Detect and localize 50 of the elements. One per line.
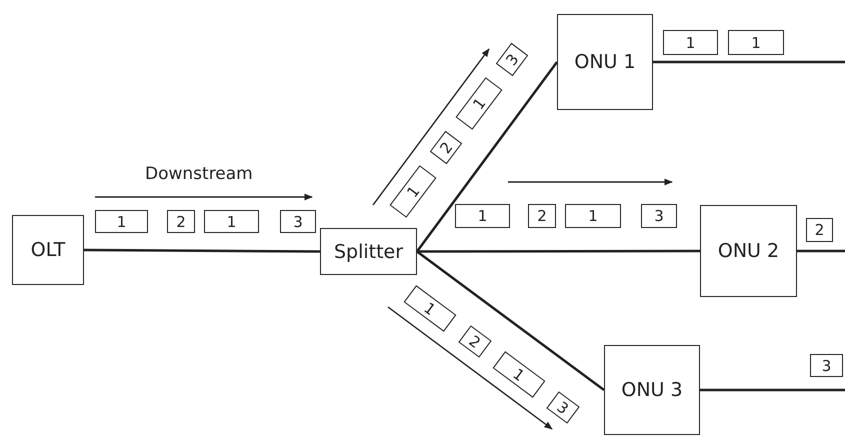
- packet-number: 1: [588, 207, 598, 225]
- packet-number: 1: [478, 207, 488, 225]
- fiber-line: [416, 61, 558, 252]
- fiber-line: [700, 388, 845, 392]
- packet-box: [565, 204, 621, 228]
- packet-box: [641, 204, 677, 228]
- packet-number: 1: [686, 34, 696, 52]
- device-label: Splitter: [334, 240, 404, 262]
- packet-number: 2: [176, 212, 186, 230]
- fiber-line: [416, 250, 605, 391]
- device-box: [700, 205, 797, 297]
- device-label: OLT: [30, 239, 66, 261]
- packet-number: 3: [293, 212, 303, 230]
- packet-number: 3: [554, 396, 572, 418]
- packet-number: 2: [436, 138, 456, 156]
- packet-box: [806, 218, 833, 242]
- packet-box: [95, 210, 148, 233]
- packet-box: [528, 204, 556, 228]
- packet-box: [455, 204, 510, 228]
- packet-number: 2: [537, 207, 547, 225]
- fiber-line: [84, 248, 320, 253]
- device-box: [604, 345, 700, 435]
- packet-box: [280, 210, 316, 233]
- direction-label: Downstream: [145, 164, 253, 184]
- fiber-line: [417, 250, 700, 253]
- packet-box: [167, 210, 195, 233]
- packet-number: 1: [751, 34, 761, 52]
- device-box: [12, 215, 84, 285]
- device-box: [320, 228, 417, 275]
- packet-number: 1: [402, 182, 424, 200]
- packet-number: 1: [226, 212, 236, 230]
- packet-number: 2: [814, 221, 824, 239]
- packet-number: 1: [116, 212, 126, 230]
- packet-number: 1: [510, 364, 528, 384]
- device-label: ONU 2: [718, 240, 780, 262]
- device-box: [557, 14, 653, 110]
- packet-box: [728, 30, 784, 55]
- packet-number: 1: [420, 298, 440, 318]
- packet-box: [810, 354, 843, 377]
- packet-number: 3: [654, 207, 664, 225]
- fiber-line: [653, 60, 845, 64]
- packet-number: 2: [466, 330, 484, 352]
- packet-box: [204, 210, 259, 233]
- packet-number: 1: [468, 94, 490, 112]
- packet-box: [663, 30, 718, 55]
- packet-number: 3: [502, 50, 522, 68]
- device-label: ONU 1: [574, 51, 636, 73]
- fiber-line: [797, 250, 845, 252]
- packet-number: 3: [822, 356, 832, 374]
- device-label: ONU 3: [621, 379, 683, 401]
